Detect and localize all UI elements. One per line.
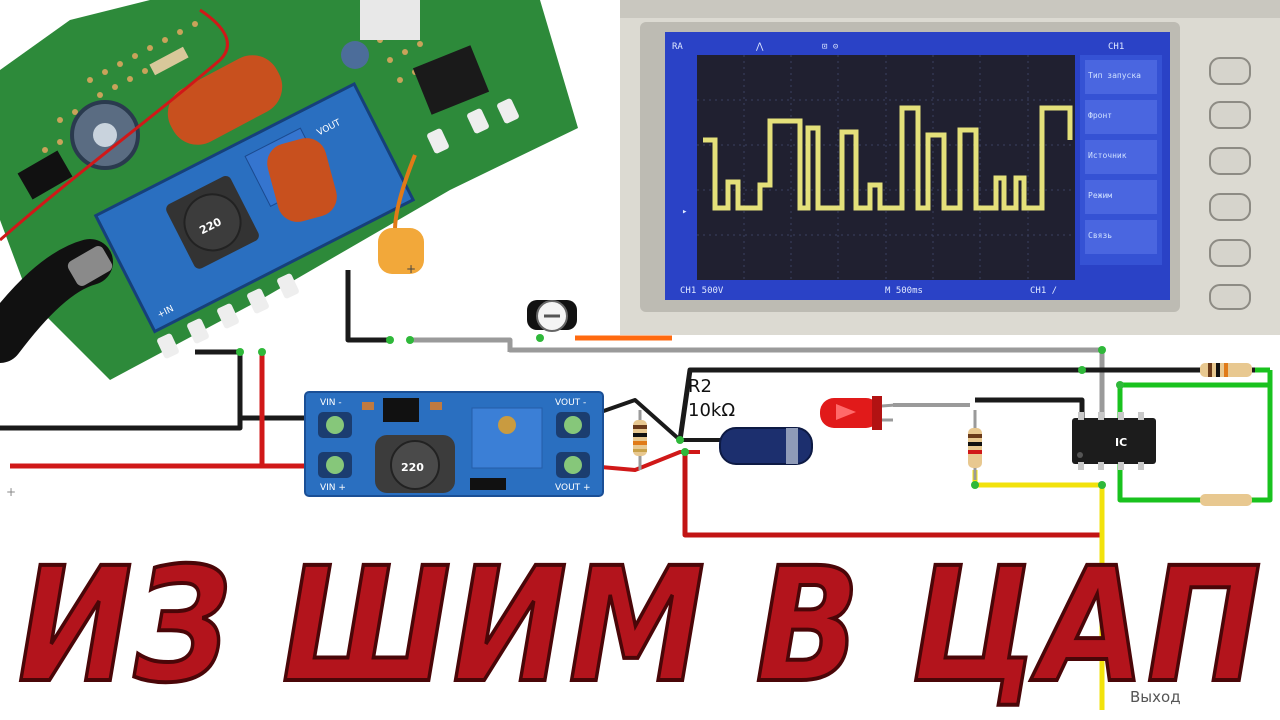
resistor-vertical [633,410,647,470]
electrolytic-capacitor-schematic [719,427,813,465]
film-capacitor [167,55,283,145]
vout-plus-label: VOUT + [555,483,591,493]
vin-plus-label: VIN + [320,483,346,493]
trigger-status-icon: ⊡ ⊝ [822,42,838,52]
scope-softkey-button[interactable] [1209,147,1251,175]
plus-mark-icon: + [6,485,16,499]
schematic-wires [0,270,1273,710]
pcb-photo: 220 VOUT +IN + [0,0,578,380]
photo-ic-chip [412,45,490,115]
scope-softkeys [1209,57,1251,310]
resistor-bottom [1200,494,1252,506]
vout-minus-pad[interactable] [564,416,582,434]
trimmer-potentiometer [527,300,577,332]
headline-title: ИЗ ШИМ В ЦАП [18,534,1263,718]
inductor-code: 220 [401,461,424,474]
ic-marking: IC [1115,436,1127,449]
scope-status-right: CH1 / [1030,286,1057,296]
capacitor-polarity-icon: + [406,262,416,276]
scope-menu-item[interactable]: Режим [1088,191,1112,200]
electrolytic-capacitor [341,41,369,69]
inductor [390,440,440,490]
resistor-horizontal [1200,363,1252,377]
film-capacitor [267,138,337,222]
scope-menu-item[interactable]: Фронт [1088,111,1112,120]
red-led [820,396,896,430]
vout-minus-label: VOUT - [555,398,586,408]
r2-value: 10kΩ [688,400,735,421]
scope-softkey-button[interactable] [1209,284,1251,310]
vin-minus-pad[interactable] [326,416,344,434]
output-label: Выход [1130,688,1181,706]
scope-logo-icon: RA [672,42,683,52]
resistor-led [968,410,982,480]
wire-junctions [236,334,1124,489]
pwm-trace [703,105,1073,211]
channel-icon: CH1 [1108,42,1124,52]
scope-menu-item[interactable]: Связь [1088,231,1112,240]
scope-softkey-button[interactable] [1209,57,1251,85]
scope-status-mid: M 500ms [885,286,923,296]
ground-marker-icon: ▸ [682,207,687,217]
trigger-icon: ⋀ [755,42,764,52]
vin-plus-pad[interactable] [326,456,344,474]
dip-ic: IC [1072,412,1156,470]
scope-menu-item[interactable]: Тип запуска [1088,71,1141,80]
scope-softkey-button[interactable] [1209,193,1251,221]
oscilloscope-photo: RA ⋀ ⊡ ⊝ CH1 ▸ Тип запуска Фронт Источни… [620,0,1280,335]
ceramic-capacitor [378,228,424,274]
scope-softkey-button[interactable] [1209,101,1251,129]
boost-converter-module: VIN - VIN + VOUT - VOUT + 220 [304,391,604,497]
scope-side-menu: Тип запуска Фронт Источник Режим Связь [1080,55,1162,265]
r2-designator: R2 [688,376,712,397]
scope-status-left: CH1 500V [680,286,724,296]
vin-minus-label: VIN - [320,398,342,408]
converter-ic [383,398,419,422]
scope-softkey-button[interactable] [1209,239,1251,267]
scope-menu-item[interactable]: Источник [1088,151,1127,160]
vout-plus-pad[interactable] [564,456,582,474]
scope-grid [697,55,1075,280]
